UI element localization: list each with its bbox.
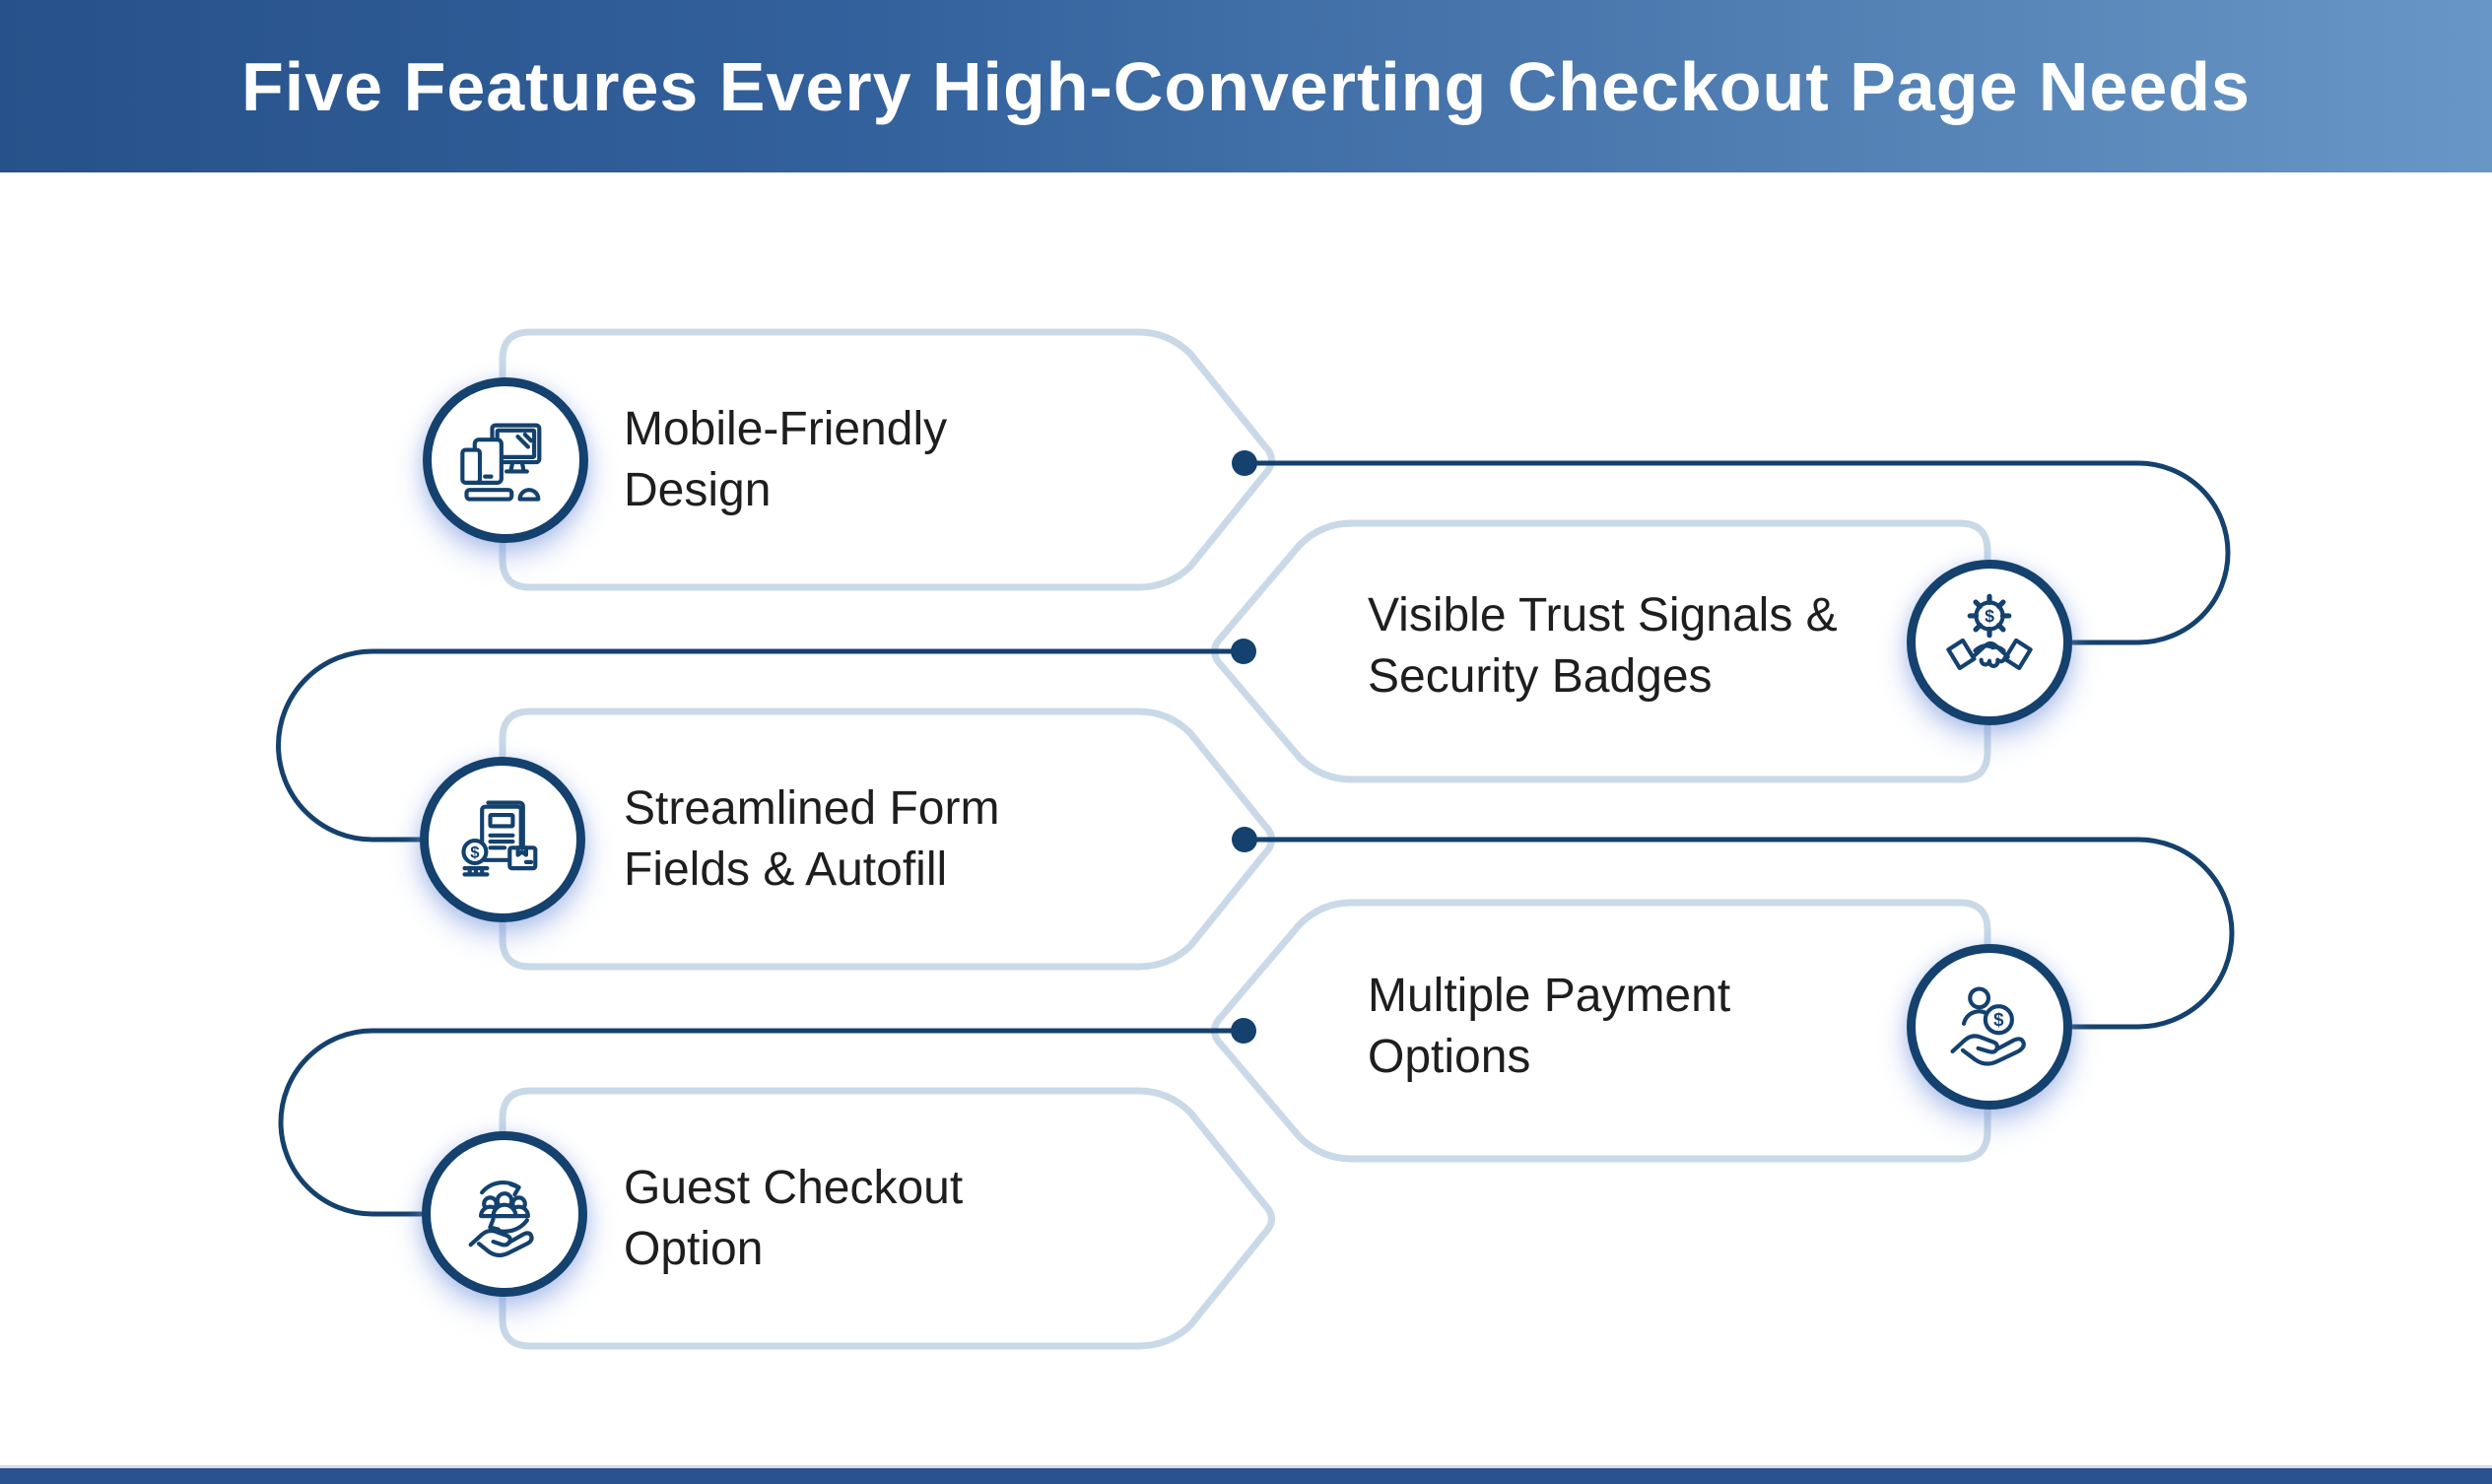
connector-1-line [1245,460,2231,645]
feature-1-label-line2: Design [624,464,772,516]
feature-5-icon-circle [422,1131,587,1297]
svg-text:$: $ [1993,1009,2004,1030]
footer-divider [0,1465,2492,1468]
feature-2-icon-circle: $ [1907,560,2072,725]
feature-4-label-line2: Options [1368,1031,1531,1083]
people-rotation-hand-icon [468,1180,534,1257]
connector-4-line [278,1028,1244,1217]
feature-1-label: Mobile-Friendly Design [624,386,947,534]
payment-hand-icon: $ [1950,986,2026,1066]
feature-3-icon-circle: $ [420,757,585,922]
feature-5-label: Guest Checkout Option [624,1145,963,1293]
connector-2-line [276,648,1244,843]
connector-3-line [1245,837,2235,1030]
connector-1-dot [1232,450,1257,476]
devices-icon [460,423,542,502]
feature-5-tag-shape [499,1087,1275,1350]
feature-3-label-line1: Streamlined Form [624,782,1000,835]
feature-4-label: Multiple Payment Options [1368,953,1730,1101]
feature-3-tag-shape [499,708,1275,971]
feature-3-label: Streamlined Form Fields & Autofill [624,766,999,913]
feature-5-label-line2: Option [624,1223,764,1275]
svg-text:$: $ [1985,606,1994,626]
connector-4-dot [1231,1018,1256,1044]
feature-4-icon-circle: $ [1907,944,2072,1110]
feature-1-icon-circle [423,377,588,543]
feature-2-label: Visible Trust Signals & Security Badges [1368,573,1838,720]
feature-1-label-line1: Mobile-Friendly [624,403,948,455]
feature-4-label-line1: Multiple Payment [1368,970,1731,1022]
page-title: Five Features Every High-Converting Chec… [241,47,2251,125]
feature-2-tag-shape [1211,519,1991,783]
connector-2-dot [1231,639,1256,664]
invoice-coin-icon: $ [461,800,538,877]
footer-bar [0,1468,2492,1484]
feature-2-label-line2: Security Badges [1368,650,1713,703]
feature-5-label-line1: Guest Checkout [624,1162,964,1214]
svg-text:$: $ [470,843,480,862]
feature-4-tag-shape [1211,899,1991,1163]
feature-3-label-line2: Fields & Autofill [624,843,948,896]
feature-2-label-line1: Visible Trust Signals & [1368,589,1838,641]
handshake-gear-icon: $ [1946,593,2033,671]
connector-3-dot [1232,827,1257,852]
header-band: Five Features Every High-Converting Chec… [0,0,2492,172]
feature-1-tag-shape [499,328,1275,591]
